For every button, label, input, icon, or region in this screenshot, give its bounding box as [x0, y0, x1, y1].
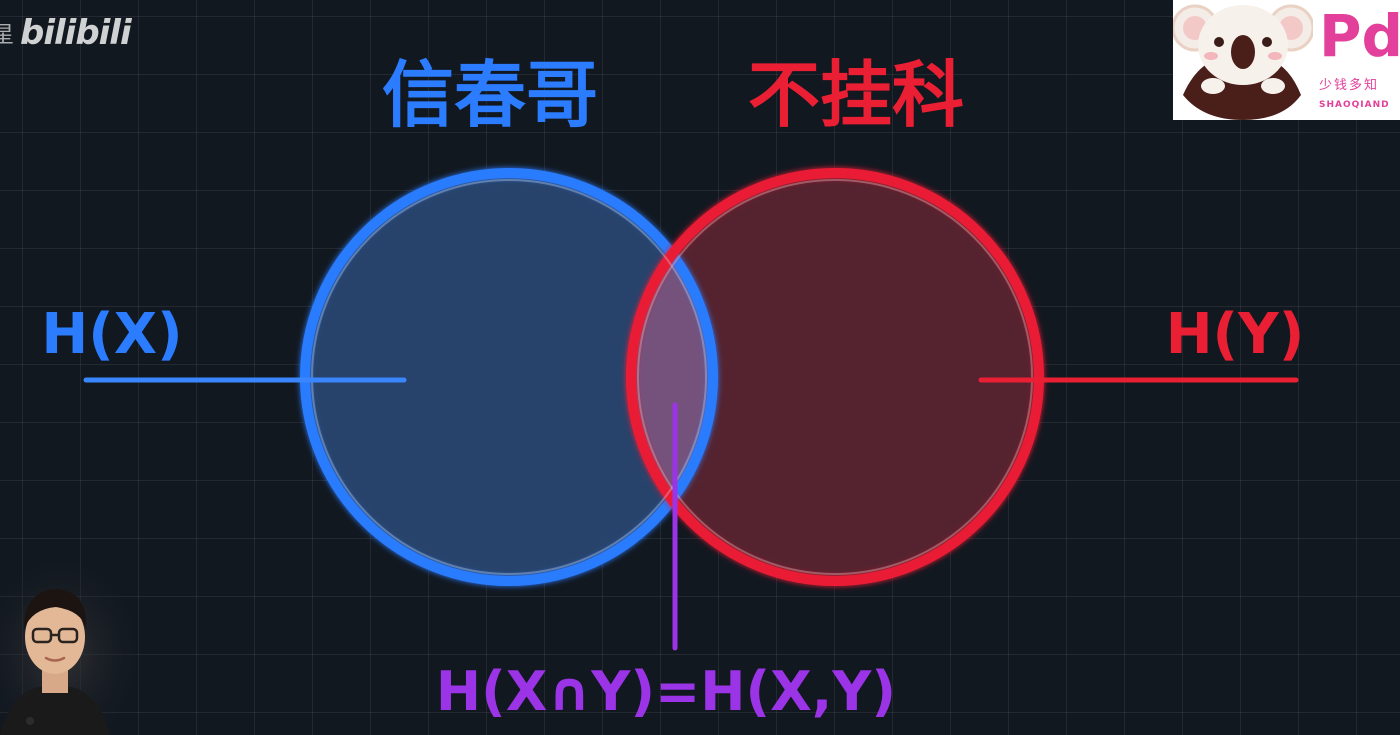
right-circle-inner-rim: [637, 179, 1033, 575]
left-circle-fill: [305, 173, 713, 581]
brand-slogan: 少钱多知: [1319, 78, 1380, 93]
right-entropy-label: H(Y): [1166, 302, 1305, 367]
koala-mascot-icon: [1173, 4, 1313, 120]
left-title: 信春哥: [382, 53, 598, 137]
watermark-cut-glyph: 星: [0, 23, 15, 48]
joint-entropy-label: H(X∩Y)=H(X,Y): [436, 660, 896, 723]
brand-logo-box: Pd 少钱多知 SHAOQIAND: [1173, 0, 1400, 120]
left-entropy-label: H(X): [41, 302, 182, 367]
presenter-video: [0, 555, 150, 735]
brand-logo-text: Pd: [1319, 2, 1400, 70]
lapel-mic-icon: [26, 717, 34, 725]
right-circle-outline: [626, 168, 1044, 586]
brand-pinyin: SHAOQIAND: [1319, 100, 1390, 110]
left-circle-inner-rim: [311, 179, 707, 575]
right-title: 不挂科: [748, 53, 964, 137]
bilibili-watermark: 星 bilibili: [0, 8, 132, 58]
bilibili-logo: bilibili: [20, 13, 132, 53]
left-circle-outline: [300, 168, 718, 586]
right-circle-fill: [631, 173, 1039, 581]
